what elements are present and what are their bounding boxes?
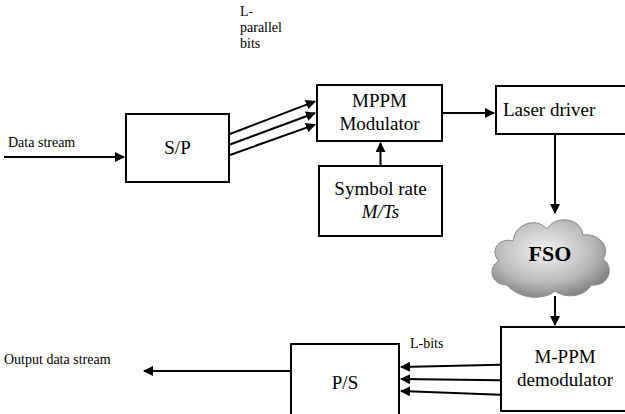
process-box: Symbol rateM/Ts <box>318 165 443 237</box>
process-box: Laser driver <box>495 85 625 135</box>
input-label: Data stream <box>8 135 75 151</box>
node-text: M-PPM demodulator <box>508 346 622 392</box>
signal-arrow <box>401 365 500 395</box>
signal-arrow <box>380 143 381 165</box>
edge-label: L-bits <box>410 336 470 352</box>
input-arrow <box>4 156 124 158</box>
signal-arrow <box>230 101 315 155</box>
node-text: P/S <box>332 372 358 395</box>
node-text: S/P <box>164 137 190 160</box>
output-label: Output data stream <box>4 352 111 368</box>
signal-arrow <box>443 113 494 114</box>
node-text: M/Ts <box>362 201 399 224</box>
channel-cloud: FSO <box>485 207 615 302</box>
node-text: Laser driver <box>503 99 595 122</box>
edge-label: L- parallel bits <box>240 4 292 52</box>
process-box: P/S <box>290 343 400 414</box>
signal-arrow <box>555 296 556 325</box>
node-text: FSO <box>529 241 572 267</box>
process-box: M-PPM demodulator <box>500 326 625 412</box>
node-text: Symbol rate <box>334 178 426 201</box>
signal-arrow <box>555 135 556 213</box>
output-arrow <box>144 370 290 372</box>
process-box: S/P <box>125 113 230 183</box>
node-text: MPPM Modulator <box>324 90 435 136</box>
process-box: MPPM Modulator <box>316 84 443 142</box>
